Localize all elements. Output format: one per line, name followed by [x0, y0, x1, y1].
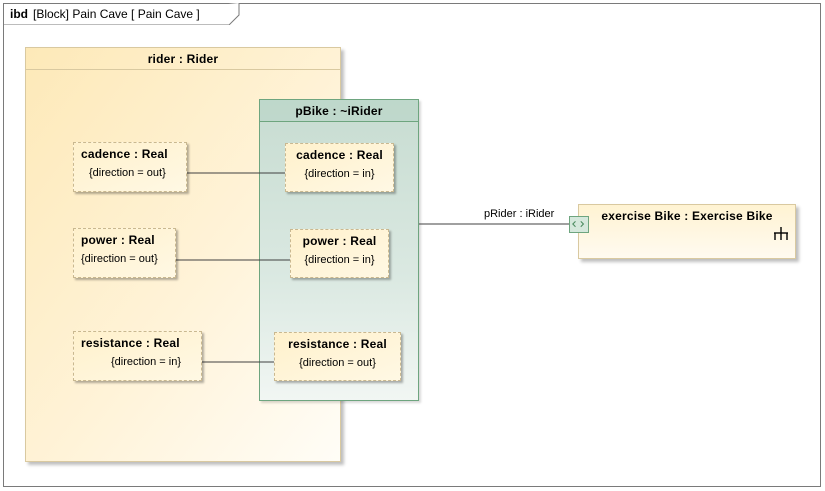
exercise-bike-part[interactable]: exercise Bike : Exercise Bike — [578, 204, 796, 259]
rider-power-property[interactable]: power : Real {direction = out} — [73, 228, 176, 278]
property-constraint: {direction = in} — [304, 254, 375, 266]
port-flow-icon — [572, 221, 585, 228]
exercise-bike-title: exercise Bike : Exercise Bike — [601, 209, 773, 223]
property-title: resistance : Real — [81, 336, 180, 350]
property-title: power : Real — [302, 234, 377, 248]
property-title: resistance : Real — [288, 337, 387, 351]
property-title: power : Real — [81, 233, 155, 247]
port-label: pRider : iRider — [484, 208, 555, 220]
rider-resistance-property[interactable]: resistance : Real {direction = in} — [73, 331, 202, 381]
frame-label: ibd [Block] Pain Cave [ Pain Cave ] — [10, 7, 200, 21]
pbike-title: pBike : ~iRider — [260, 100, 418, 122]
property-constraint: {direction = in} — [304, 168, 375, 180]
rider-cadence-property[interactable]: cadence : Real {direction = out} — [73, 142, 187, 192]
prider-port[interactable] — [569, 216, 589, 233]
decomposition-fork-icon — [774, 227, 788, 240]
frame-keyword: ibd — [10, 7, 28, 21]
rider-part-title: rider : Rider — [26, 48, 340, 70]
property-title: cadence : Real — [296, 148, 383, 162]
pbike-resistance-property[interactable]: resistance : Real {direction = out} — [274, 332, 401, 381]
property-constraint: {direction = out} — [299, 357, 376, 369]
property-constraint: {direction = out} — [81, 253, 158, 265]
frame-title: [Block] Pain Cave [ Pain Cave ] — [33, 7, 200, 21]
pbike-power-property[interactable]: power : Real {direction = in} — [290, 229, 389, 278]
frame-tab — [3, 3, 240, 25]
pbike-cadence-property[interactable]: cadence : Real {direction = in} — [285, 143, 394, 192]
property-constraint: {direction = in} — [111, 356, 182, 368]
property-title: cadence : Real — [81, 147, 168, 161]
property-constraint: {direction = out} — [89, 167, 166, 179]
